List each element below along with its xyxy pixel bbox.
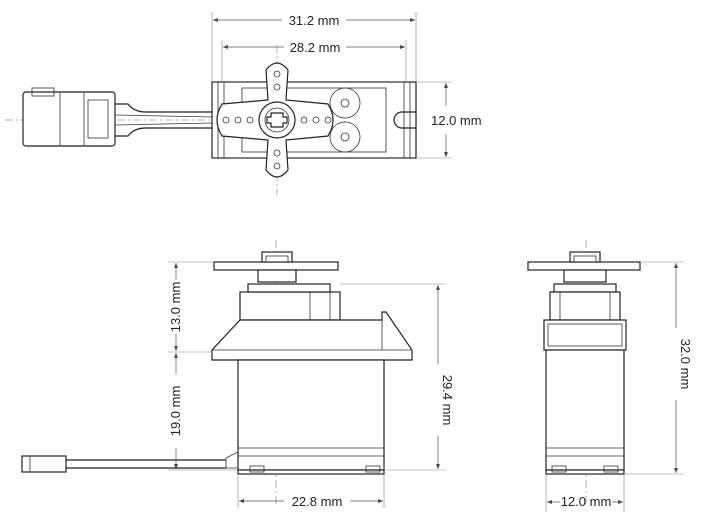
servo-horn-top: [216, 62, 334, 178]
servo-body-end: [545, 349, 625, 475]
dim-side-body-height: 29.4 mm: [440, 375, 455, 426]
dim-end-width: 12.0 mm: [561, 494, 612, 509]
dim-side-lower-height: 19.0 mm: [168, 386, 183, 437]
servo-gear-housing-end: [543, 283, 627, 351]
dim-side-upper-height: 13.0 mm: [168, 282, 183, 333]
servo-gear-housing-side: [211, 283, 413, 361]
servo-horn-side: [213, 251, 339, 283]
connector-plug: [22, 87, 116, 147]
dim-side-body-width: 22.8 mm: [292, 494, 343, 509]
dim-top-overall-width: 31.2 mm: [289, 13, 340, 28]
end-view: 32.0 mm 12.0 mm: [527, 240, 693, 512]
servo-cable-side: [21, 455, 226, 473]
dim-top-mount-width: 28.2 mm: [290, 40, 341, 55]
side-view: 13.0 mm 19.0 mm 29.4 mm 22.8 mm: [21, 240, 455, 509]
top-view: 31.2 mm 28.2 mm 12.0 mm: [5, 12, 482, 195]
servo-horn-end: [527, 251, 641, 283]
servo-cable: [114, 103, 213, 137]
dim-top-height: 12.0 mm: [431, 113, 482, 128]
servo-body-side: [225, 359, 385, 475]
dim-end-total-height: 32.0 mm: [678, 339, 693, 390]
